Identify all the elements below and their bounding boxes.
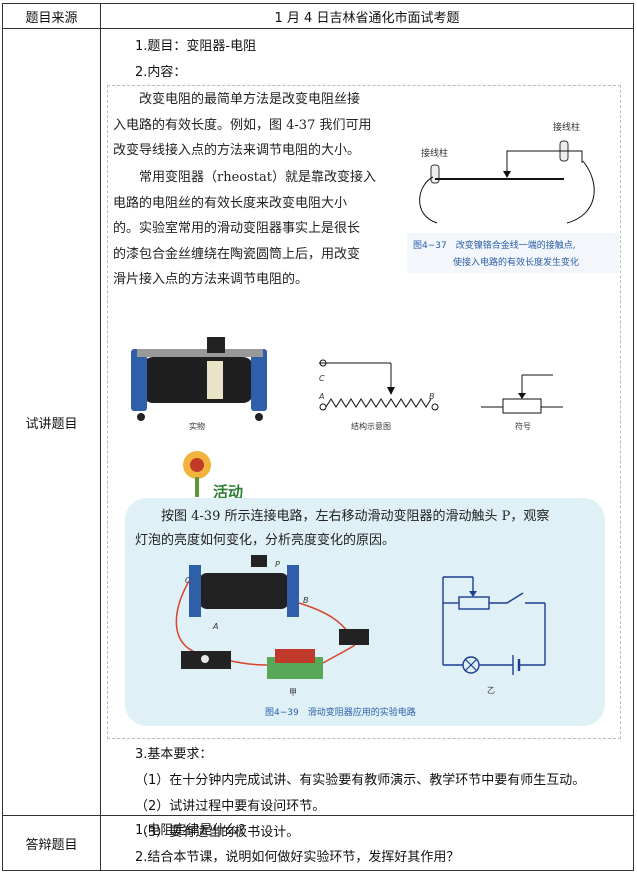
requirements-title: 3.基本要求：	[135, 747, 213, 762]
svg-text:使接入电路的有效长度发生变化: 使接入电路的有效长度发生变化	[453, 256, 579, 268]
exam-table: 题目来源 1 月 4 日吉林省通化市面试考题 试讲题目 1.题目：变阻器-电阻 …	[2, 3, 634, 871]
topic-title: 1.题目：变阻器-电阻	[135, 39, 257, 54]
content-heading: 2.内容：	[135, 65, 187, 80]
svg-text:符号: 符号	[515, 421, 531, 431]
requirement-2: （2）试讲过程中要有设问环节。	[135, 799, 326, 814]
lecture-label: 试讲题目	[2, 28, 101, 816]
svg-text:甲: 甲	[289, 688, 297, 697]
svg-text:C: C	[319, 374, 325, 383]
svg-text:P: P	[275, 560, 280, 569]
lecture-content: 1.题目：变阻器-电阻 2.内容： 改变电阻的最简单方法是改变电阻丝接入电路的有…	[100, 28, 634, 840]
svg-text:B: B	[429, 392, 435, 401]
textbook-excerpt-frame	[107, 85, 621, 739]
rheostat-photo	[143, 357, 253, 403]
activity-badge: 活动	[183, 451, 243, 501]
activity-panel	[125, 498, 605, 726]
svg-text:接线柱: 接线柱	[421, 147, 448, 159]
svg-text:结构示意图: 结构示意图	[351, 421, 391, 431]
svg-text:C: C	[185, 576, 191, 585]
svg-text:接线柱: 接线柱	[553, 121, 580, 133]
figure-4-38: 实物 C A B 结构示意图 符号	[131, 337, 563, 431]
svg-text:A: A	[212, 622, 218, 631]
source-value: 1 月 4 日吉林省通化市面试考题	[100, 3, 634, 29]
svg-text:乙: 乙	[487, 686, 495, 695]
svg-text:图4−37 改变镍铬合金线一端的接触点,: 图4−37 改变镍铬合金线一端的接触点,	[413, 239, 576, 251]
requirement-1: （1）在十分钟内完成试讲、有实验要有教师演示、教学环节中要有师生互动。	[135, 773, 586, 788]
figure-4-37: 接线柱 接线柱 图4−37 改变镍铬合金线一端的接触点, 使接入电路的有效长度发…	[407, 121, 619, 273]
source-label: 题目来源	[2, 3, 101, 29]
defense-content: 1.电阻定律是什么？ 2.结合本节课，说明如何做好实验环节，发挥好其作用？	[100, 815, 634, 871]
svg-text:B: B	[303, 596, 309, 605]
defense-label: 答辩题目	[2, 815, 101, 871]
defense-question-1: 1.电阻定律是什么？	[135, 823, 252, 838]
paragraph-1: 改变电阻的最简单方法是改变电阻丝接入电路的有效长度。例如，图 4-37 我们可用…	[113, 92, 372, 158]
activity-text: 按图 4-39 所示连接电路，左右移动滑动变阻器的滑动触头 P，观察灯泡的亮度如…	[135, 509, 550, 548]
svg-text:活动: 活动	[213, 483, 243, 501]
defense-question-2: 2.结合本节课，说明如何做好实验环节，发挥好其作用？	[135, 850, 460, 865]
svg-text:A: A	[318, 392, 324, 401]
paragraph-2: 常用变阻器（rheostat）就是靠改变接入电路的电阻丝的有效长度来改变电阻大小…	[113, 170, 376, 287]
figure-4-39: C P B A 甲	[175, 555, 546, 718]
svg-text:图4−39 滑动变阻器应用的实验电路: 图4−39 滑动变阻器应用的实验电路	[265, 706, 416, 718]
svg-text:实物: 实物	[189, 421, 205, 431]
